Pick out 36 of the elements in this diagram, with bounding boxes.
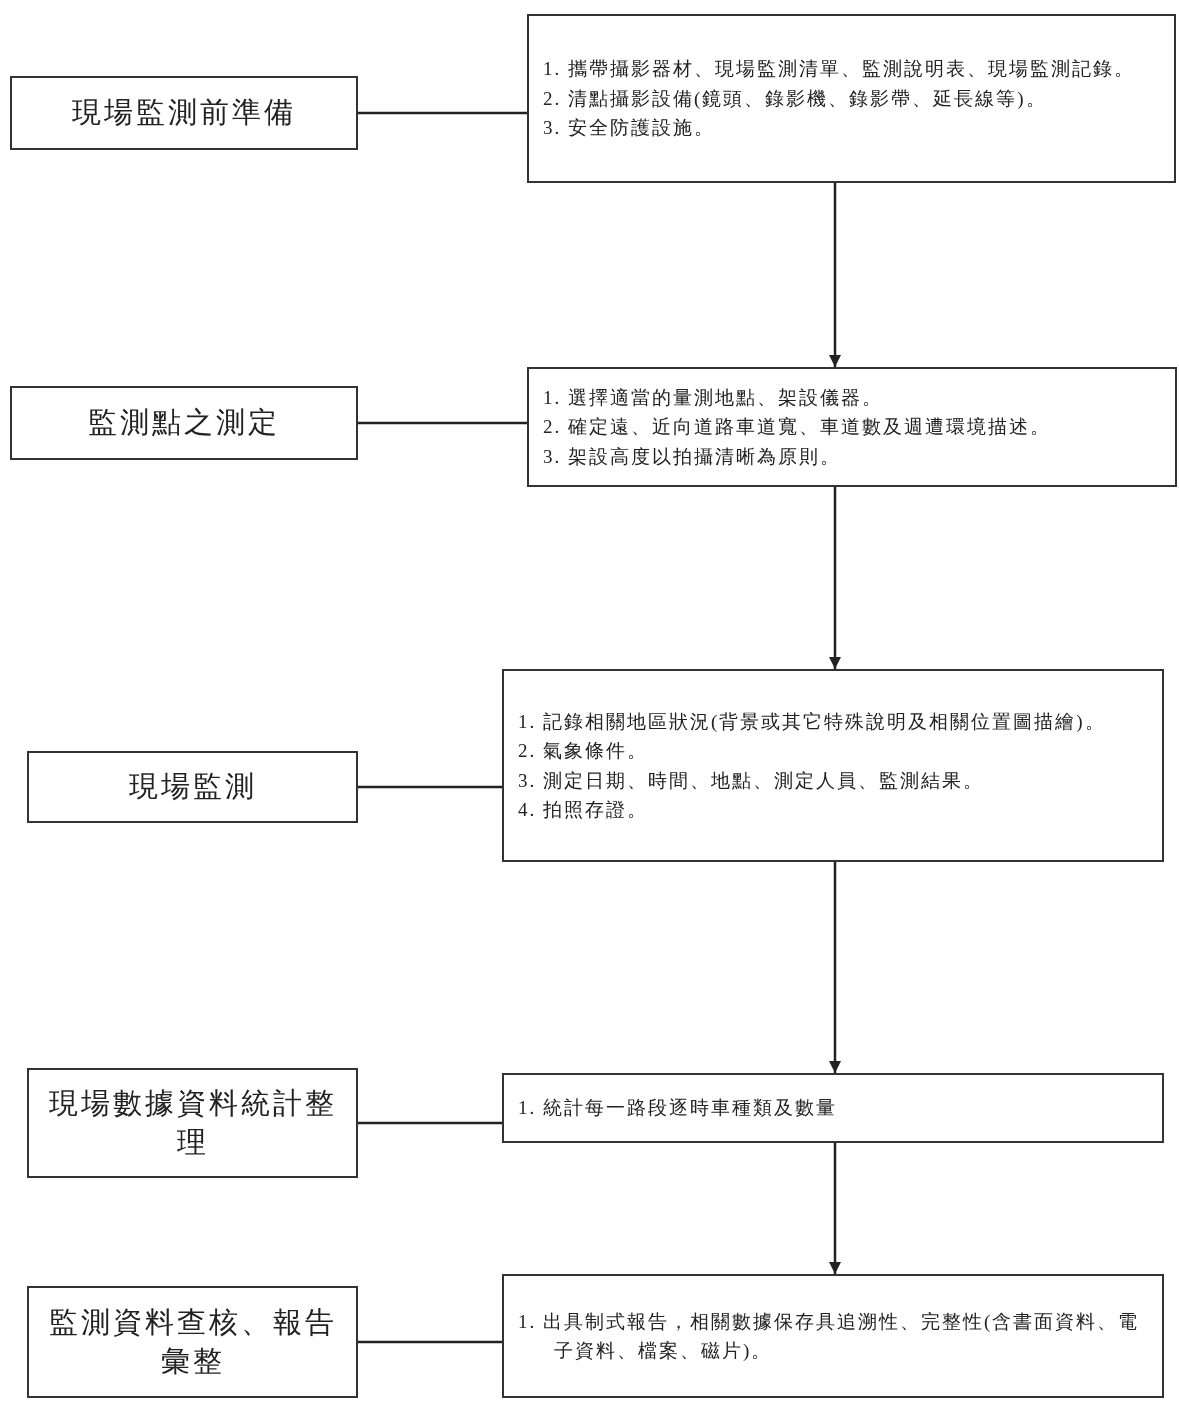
list-item: 1. 攜帶攝影器材、現場監測清單、監測說明表、現場監測記錄。: [543, 57, 1136, 82]
list-item: 1. 選擇適當的量測地點、架設儀器。: [543, 385, 884, 410]
connector-line: [358, 111, 527, 115]
process-box: [502, 669, 1164, 862]
process-box: [27, 1068, 358, 1178]
process-box: [527, 14, 1176, 183]
list-item: 3. 測定日期、時間、地點、測定人員、監測結果。: [518, 768, 985, 793]
list-item: 3. 架設高度以拍攝清晰為原則。: [543, 444, 842, 469]
step-label: 現場監測前準備: [72, 95, 296, 131]
list-item: 1. 統計每一路段逐時車種類及數量: [518, 1096, 838, 1121]
step-label: 監測點之測定: [88, 405, 280, 441]
step-label: 監測資料查核、報告彙整: [47, 1304, 338, 1379]
list-item: 1. 出具制式報告，相關數據保存具追溯性、完整性(含書面資料、電子資料、檔案、磁片)。: [518, 1309, 1141, 1363]
arrow: [828, 1143, 842, 1274]
arrow: [828, 487, 842, 669]
list-item: 2. 氣象條件。: [518, 739, 649, 764]
connector-line: [358, 785, 502, 789]
step-label: 現場監測: [128, 769, 257, 805]
list-item: 2. 確定遠、近向道路車道寬、車道數及週遭環境描述。: [543, 415, 1052, 440]
arrow: [828, 183, 842, 367]
list-item: 3. 安全防護設施。: [543, 116, 716, 141]
list-item: 1. 記錄相關地區狀況(背景或其它特殊說明及相關位置圖描繪)。: [518, 709, 1107, 734]
connector-line: [358, 1121, 502, 1125]
process-box: [502, 1274, 1164, 1398]
process-box: [10, 386, 358, 460]
process-box: [27, 1286, 358, 1398]
step-label: 現場數據資料統計整理: [47, 1085, 338, 1160]
arrow: [828, 862, 842, 1073]
connector-line: [358, 1340, 502, 1344]
process-box: [27, 751, 358, 823]
process-box: [527, 367, 1177, 487]
list-item: 2. 清點攝影設備(鏡頭、錄影機、錄影帶、延長線等)。: [543, 86, 1048, 111]
process-box: [502, 1073, 1164, 1143]
list-item: 4. 拍照存證。: [518, 797, 649, 822]
connector-line: [358, 421, 527, 425]
process-box: [10, 76, 358, 150]
